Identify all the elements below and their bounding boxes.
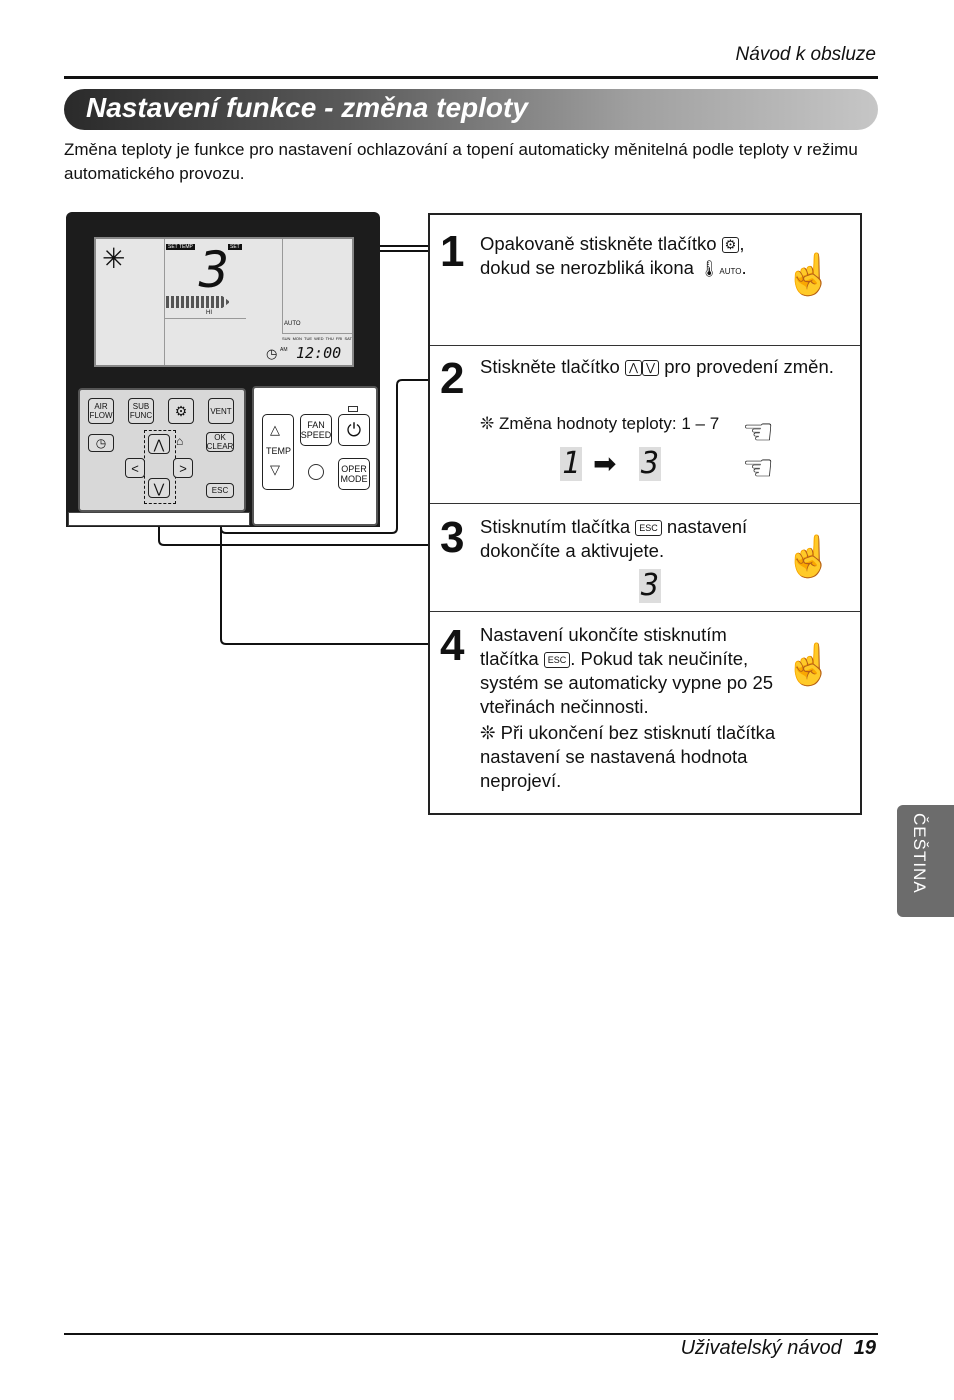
lcd-digit: 3	[199, 241, 230, 299]
right-button[interactable]: >	[173, 458, 193, 478]
clock-icon: ◷	[266, 346, 278, 361]
hand-press-icon: ☝	[784, 253, 834, 297]
oper-mode-button[interactable]: OPER MODE	[338, 458, 370, 490]
vent-button[interactable]: VENT	[208, 398, 234, 424]
to-value: 3	[639, 446, 661, 481]
settings-button[interactable]: ⚙	[168, 398, 194, 424]
temp-button-frame	[262, 414, 294, 490]
temp-down-button[interactable]: ▽	[270, 462, 280, 478]
left-button[interactable]: <	[125, 458, 145, 478]
function-button-panel: AIR FLOW SUB FUNC ⚙ VENT ◷ ⋀ < > ⋁ ⌂ OK …	[78, 388, 246, 512]
language-tab-label: ČEŠTINA	[910, 813, 929, 894]
power-button[interactable]: ⏻	[338, 414, 370, 446]
steps-box: 1 Opakovaně stiskněte tlačítko ⚙, dokud …	[428, 213, 862, 815]
air-flow-button[interactable]: AIR FLOW	[88, 398, 114, 424]
power-led	[348, 406, 358, 412]
hand-press-icon: ☝	[784, 643, 834, 687]
from-value: 1	[560, 446, 582, 481]
hand-up-icon: ☜	[742, 411, 775, 452]
footer: Uživatelský návod 19	[681, 1337, 876, 1360]
page-number: 19	[853, 1337, 876, 1359]
timer-button[interactable]: ◷	[88, 434, 114, 452]
chevron-up-icon: ⋀	[153, 436, 165, 452]
header-rule	[64, 76, 878, 79]
step-3-text: Stisknutím tlačítka ESC nastavení dokonč…	[480, 516, 748, 561]
triangle-up-icon: △	[270, 422, 280, 437]
hand-press-icon: ☝	[784, 535, 834, 579]
fan-label: HI	[206, 310, 212, 316]
chevron-down-icon: ⋁	[642, 360, 660, 377]
page-title: Nastavení funkce - změna teploty	[86, 92, 528, 123]
language-tab: ČEŠTINA	[897, 805, 954, 917]
step-number: 4	[440, 621, 465, 670]
title-bar: Nastavení funkce - změna teploty	[64, 89, 878, 130]
ok-clear-button[interactable]: OK CLEAR	[206, 432, 234, 452]
result-value: 3	[639, 568, 661, 603]
temp-label: TEMP	[266, 446, 292, 456]
fan-mode-icon: ✳	[102, 243, 126, 274]
step-number: 3	[440, 513, 465, 562]
up-button[interactable]: ⋀	[148, 434, 170, 454]
gear-icon: ⚙	[721, 237, 740, 254]
esc-key-icon: ESC	[635, 520, 662, 537]
step-2-note: ❊ Změna hodnoty teploty: 1 – 7	[480, 414, 720, 433]
remote-base	[68, 512, 250, 526]
step-2-text: Stiskněte tlačítko ⋀⋁ pro provedení změn…	[480, 356, 834, 377]
set-temp-label: SET TEMP	[166, 244, 195, 250]
chevron-left-icon: <	[131, 460, 139, 476]
temp-up-button[interactable]: △	[270, 422, 280, 438]
down-button[interactable]: ⋁	[148, 478, 170, 498]
esc-button[interactable]: ESC	[206, 483, 234, 498]
footer-label: Uživatelský návod	[680, 1337, 842, 1359]
step-number: 2	[440, 354, 465, 403]
step-4-text: Nastavení ukončíte stisknutím tlačítka E…	[480, 624, 774, 717]
operation-button-panel: △ TEMP ▽ FAN SPEED ⏻ OPER MODE	[252, 386, 378, 526]
footer-rule	[64, 1333, 878, 1335]
power-icon: ⏻	[346, 420, 362, 440]
header-label: Návod k obsluze	[735, 44, 876, 65]
chevron-up-icon: ⋀	[624, 360, 643, 377]
step-1-text: Opakovaně stiskněte tlačítko ⚙, dokud se…	[480, 233, 747, 278]
sub-func-button[interactable]: SUB FUNC	[128, 398, 154, 424]
lock-icon: ⌂	[176, 434, 184, 448]
hand-down-icon: ☜	[742, 447, 775, 488]
intro-paragraph: Změna teploty je funkce pro nastavení oc…	[64, 140, 858, 183]
triangle-down-icon: ▽	[270, 462, 280, 477]
set-label: SET	[228, 244, 242, 250]
chevron-down-icon: ⋁	[153, 480, 165, 496]
gear-icon: ⚙	[174, 402, 188, 419]
lcd-time: 12:00	[296, 344, 342, 362]
thermometer-icon: 🌡	[699, 261, 720, 278]
step-4-note: ❊ Při ukončení bez stisknutí tlačítka na…	[480, 722, 776, 791]
lcd-auto-label: AUTO	[284, 321, 301, 327]
am-label: AM	[280, 347, 288, 353]
step-number: 1	[440, 227, 465, 276]
arrow-right-icon: ➡	[593, 448, 617, 479]
fan-speed-button[interactable]: FAN SPEED	[300, 414, 332, 446]
sensor-icon	[308, 464, 324, 480]
fan-speed-bar	[166, 296, 230, 308]
clock-icon: ◷	[95, 435, 107, 450]
chevron-right-icon: >	[179, 460, 187, 476]
esc-key-icon: ESC	[543, 652, 571, 669]
